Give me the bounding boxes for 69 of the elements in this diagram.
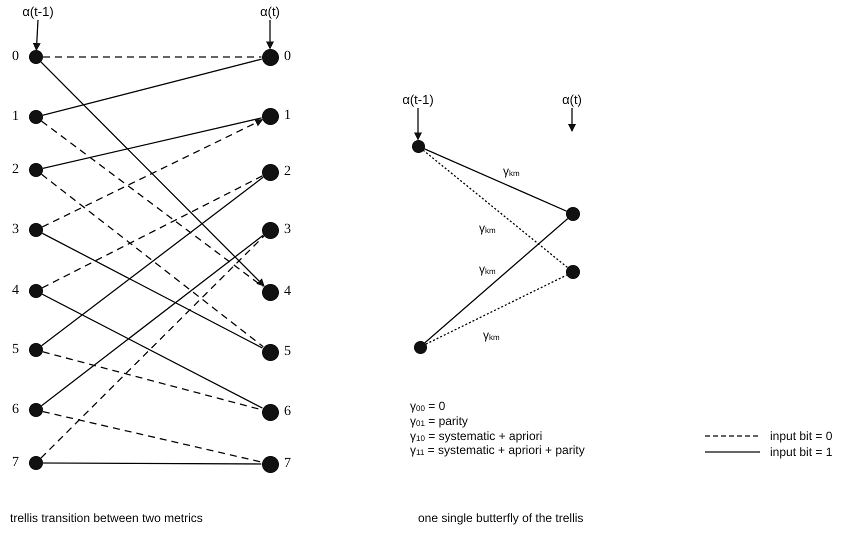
state-number: 6 [12, 402, 19, 418]
metric-label: α(t-1) [390, 92, 446, 108]
state-dot [29, 284, 43, 298]
state-number: 4 [284, 284, 291, 300]
state-number: 3 [12, 222, 19, 238]
state-number: 5 [284, 344, 291, 360]
transition-line [43, 462, 262, 465]
transition-line [42, 232, 263, 349]
state-dot [29, 456, 43, 470]
legend-text: input bit = 1 [770, 445, 832, 459]
transition-line [42, 117, 262, 170]
state-dot [262, 344, 278, 360]
state-number: 6 [284, 404, 291, 420]
state-dot [566, 207, 580, 221]
state-dot [412, 140, 424, 152]
transition-line [42, 175, 263, 288]
transition-line [42, 410, 262, 463]
state-number: 2 [12, 162, 19, 178]
transition-line [424, 148, 567, 212]
metric-formula: γ$_{11}$ = systematic + apriori + parity [410, 443, 585, 459]
state-dot [566, 265, 580, 279]
state-number: 5 [12, 342, 19, 358]
state-dot [29, 343, 43, 357]
state-number: 1 [12, 109, 19, 125]
state-dot [262, 456, 278, 472]
state-number: 1 [284, 108, 291, 124]
state-number: 2 [284, 164, 291, 180]
metric-formula: γ$_{01}$ = parity [410, 414, 468, 430]
metric-label: α(t) [550, 92, 594, 108]
transition-line [41, 120, 264, 288]
transition-line [42, 294, 263, 409]
caption: trellis transition between two metrics [10, 511, 203, 525]
state-dot [29, 223, 43, 237]
transition-line [422, 150, 568, 268]
arrow [40, 62, 265, 287]
arrow [42, 119, 264, 228]
caption: one single butterfly of the trellis [418, 511, 584, 525]
state-dot [262, 284, 278, 300]
transition-line [426, 274, 567, 345]
state-number: 0 [284, 49, 291, 65]
state-number: 0 [12, 49, 19, 65]
state-number: 7 [12, 455, 19, 471]
metric-formula: γ$_{00}$ = 0 [410, 399, 446, 415]
arrow [414, 108, 422, 140]
state-dot [414, 340, 426, 354]
transition-line [424, 218, 568, 344]
metric-label: α(t-1) [10, 4, 66, 20]
transition-line [40, 236, 264, 459]
transition-line [43, 56, 262, 58]
state-dot [262, 164, 278, 180]
state-number: 3 [284, 222, 291, 238]
state-dot [29, 403, 43, 417]
arrow [266, 20, 274, 50]
state-dot [29, 163, 43, 177]
state-dot [262, 48, 278, 66]
state-dot [29, 50, 43, 64]
state-dot [262, 222, 278, 238]
arrow [32, 20, 41, 51]
legend-text: input bit = 0 [770, 429, 832, 443]
state-dot [29, 110, 43, 124]
state-number: 4 [12, 283, 19, 299]
state-dot [262, 404, 278, 420]
state-number: 7 [284, 456, 291, 472]
transition-line [42, 58, 262, 116]
transition-line [41, 234, 264, 406]
arrow [568, 108, 576, 132]
state-dot [262, 108, 278, 124]
metric-formula: γ$_{10}$ = systematic + apriori [410, 429, 542, 445]
metric-label: α(t) [248, 4, 292, 20]
